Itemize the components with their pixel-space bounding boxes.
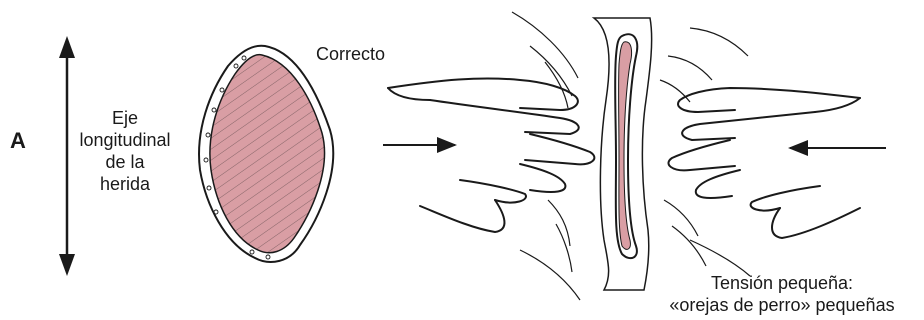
elliptical-wound xyxy=(199,46,333,262)
correct-label: Correcto xyxy=(316,44,385,65)
caption-line-1: Tensión pequeña: xyxy=(640,272,924,294)
left-skin-lines xyxy=(512,12,580,300)
tension-caption: Tensión pequeña: «orejas de perro» peque… xyxy=(640,272,924,316)
panel-letter: A xyxy=(10,128,26,154)
right-hand xyxy=(668,88,860,238)
axis-label-line-1: Eje xyxy=(70,107,180,129)
axis-label-line-2: longitudinal xyxy=(70,129,180,151)
right-skin-lines xyxy=(660,28,750,276)
left-hand xyxy=(388,78,594,232)
closed-wound xyxy=(594,18,652,290)
axis-label-line-4: herida xyxy=(70,173,180,195)
axis-label-line-3: de la xyxy=(70,151,180,173)
wound-axis-label: Eje longitudinal de la herida xyxy=(70,107,180,195)
caption-line-2: «orejas de perro» pequeñas xyxy=(640,294,924,316)
